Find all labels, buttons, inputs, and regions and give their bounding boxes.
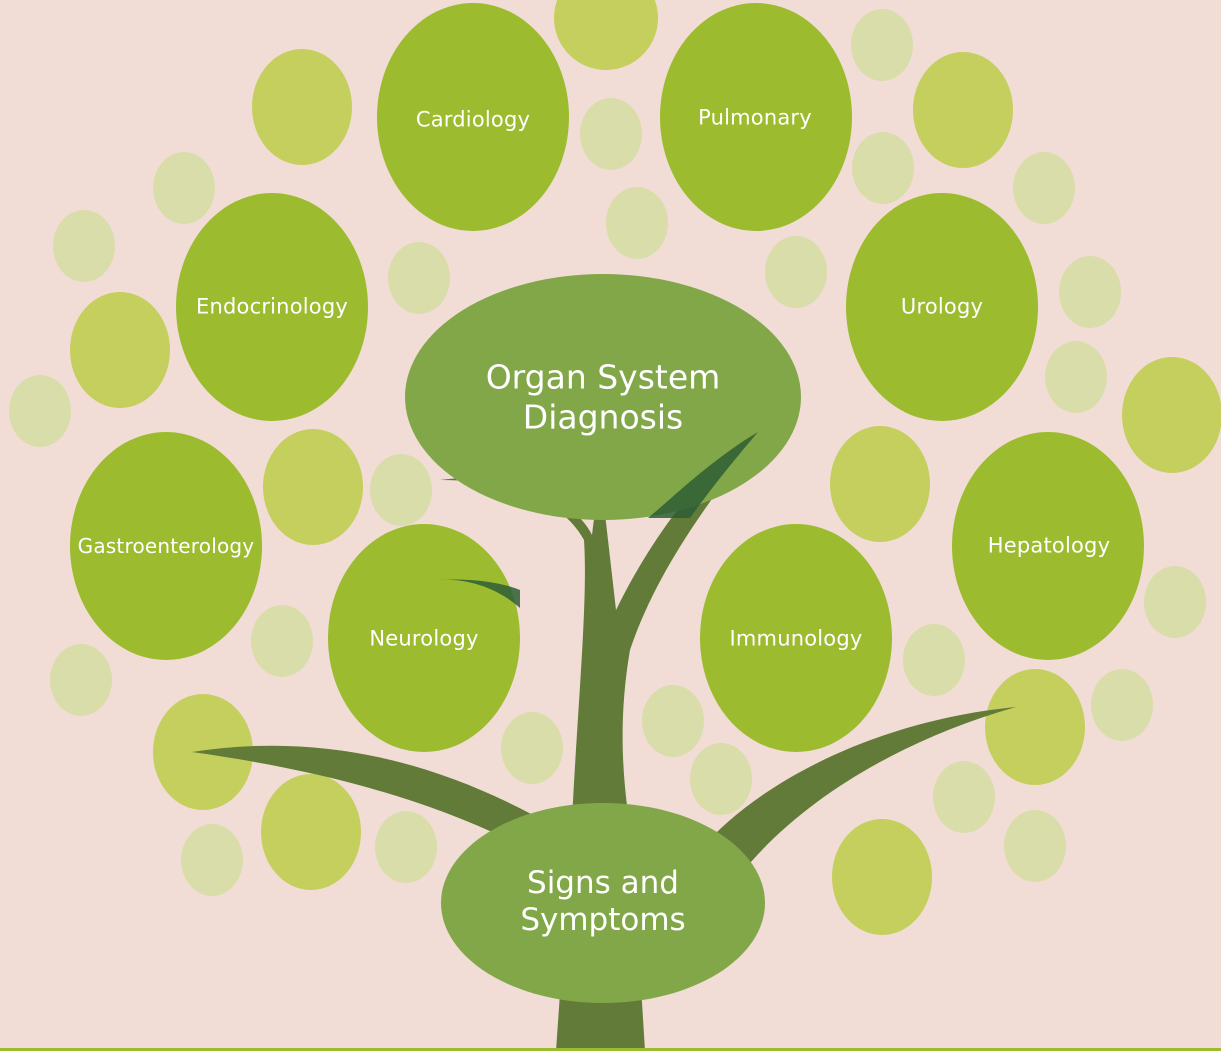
branch-left — [192, 745, 560, 860]
bottom-accent-line — [0, 1048, 1221, 1051]
decorative-dot — [53, 210, 115, 282]
decorative-dot — [606, 187, 668, 259]
node-urology — [846, 193, 1038, 421]
decorative-dot — [933, 761, 995, 833]
decorative-dot — [1004, 810, 1066, 882]
branch-overlap-left — [440, 579, 520, 608]
decorative-dot — [985, 669, 1085, 785]
decorative-dot — [252, 49, 352, 165]
decorative-dot — [851, 9, 913, 81]
decorative-dot — [852, 132, 914, 204]
node-endocrinology — [176, 193, 368, 421]
hub-organ-system-diagnosis — [405, 274, 801, 520]
decorative-dot — [580, 98, 642, 170]
decorative-dot — [642, 685, 704, 757]
decorative-dot — [1144, 566, 1206, 638]
decorative-dot — [50, 644, 112, 716]
decorative-dot — [913, 52, 1013, 168]
node-cardiology — [377, 3, 569, 231]
decorative-dot — [388, 242, 450, 314]
decorative-dot — [1045, 341, 1107, 413]
decorative-dot — [765, 236, 827, 308]
decorative-dot — [1059, 256, 1121, 328]
tree-trunk — [192, 400, 1016, 1051]
node-neurology — [328, 524, 520, 752]
decorative-dot — [1122, 357, 1221, 473]
branch-right — [700, 707, 1016, 875]
decorative-dot — [1091, 669, 1153, 741]
decorative-dot — [903, 624, 965, 696]
decorative-dot — [70, 292, 170, 408]
trunk-stem — [440, 400, 792, 1051]
node-pulmonary — [660, 3, 852, 231]
decorative-dot — [251, 605, 313, 677]
decorative-dot — [9, 375, 71, 447]
branch-overlaps — [440, 432, 758, 608]
hub-nodes — [405, 274, 801, 1003]
decorative-dot — [1013, 152, 1075, 224]
node-immunology — [700, 524, 892, 752]
decorative-dot — [830, 426, 930, 542]
decorative-dot — [690, 743, 752, 815]
decorative-dot — [375, 811, 437, 883]
decorative-dot — [181, 824, 243, 896]
decorative-dot — [261, 774, 361, 890]
decorative-dot — [501, 712, 563, 784]
decorative-dot — [832, 819, 932, 935]
decorative-dot — [263, 429, 363, 545]
decorative-dot — [370, 454, 432, 526]
decorative-dots — [9, 0, 1221, 935]
node-hepatology — [952, 432, 1144, 660]
decorative-dot — [554, 0, 658, 70]
hub-signs-and-symptoms — [441, 803, 765, 1003]
decorative-dot — [153, 152, 215, 224]
node-gastroenterology — [70, 432, 262, 660]
branch-overlap-right — [648, 432, 758, 518]
